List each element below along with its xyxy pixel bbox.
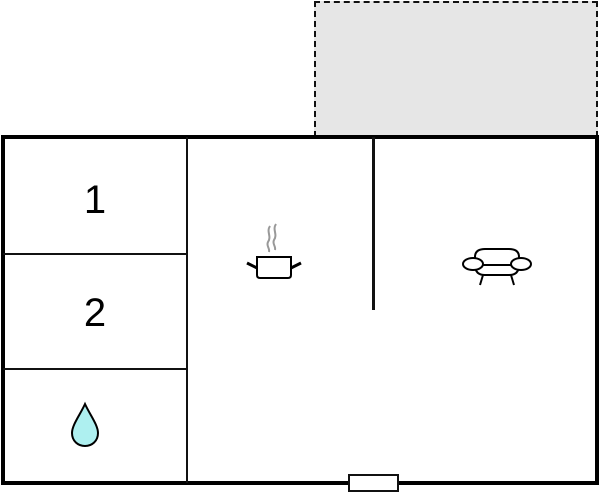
outer-wall xyxy=(1,135,599,485)
entrance-door xyxy=(348,474,399,492)
room-label-bedroom-2: 2 xyxy=(83,291,107,335)
wall-bedroom2-bathroom xyxy=(3,368,187,370)
wall-left-column xyxy=(186,137,188,483)
wall-bedroom1-bedroom2 xyxy=(3,253,187,255)
terrace-area xyxy=(314,1,598,137)
armchair-icon xyxy=(462,248,532,286)
room-label-bedroom-1: 1 xyxy=(83,178,107,222)
water-drop-icon xyxy=(70,401,100,448)
cooking-pot-icon xyxy=(246,223,302,279)
wall-kitchen-living xyxy=(372,137,375,310)
